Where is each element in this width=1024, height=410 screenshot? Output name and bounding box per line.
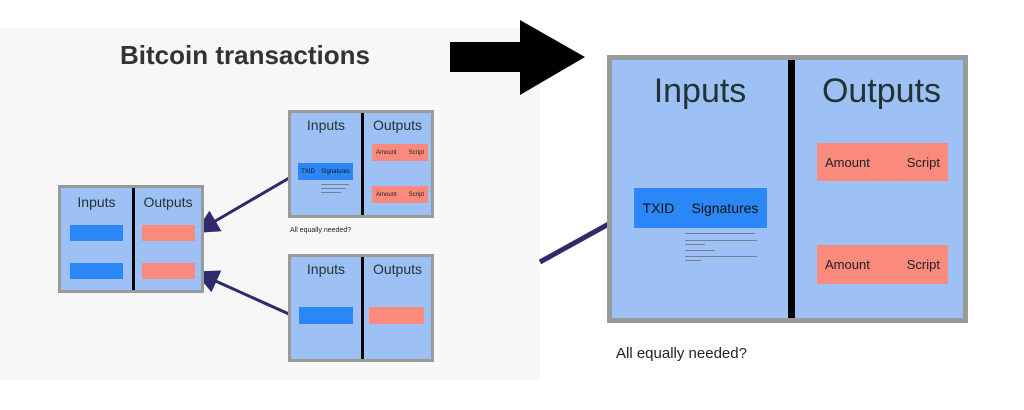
script-label: Script [408,191,424,198]
arrow-to-output-1 [194,172,297,234]
inputs-heading: Inputs [306,117,346,133]
input-block: TXID Signatures [634,188,767,228]
text-line [321,192,341,193]
transaction-box-b: Inputs Outputs [288,254,434,362]
outputs-heading: Outputs [143,194,193,210]
input-block: TXID Signatures [298,163,353,180]
amount-label: Amount [825,257,870,272]
outputs-heading: Outputs [372,261,423,277]
caption-large: All equally needed? [616,345,747,362]
outputs-heading: Outputs [372,117,423,133]
output-block [142,225,195,241]
script-label: Script [906,257,940,272]
text-line [685,260,701,261]
slide-title: Bitcoin transactions [120,40,370,70]
divider [361,113,364,215]
inputs-heading: Inputs [77,194,116,210]
input-block [299,307,353,324]
caption-small: All equally needed? [290,227,352,234]
output-block: Amount Script [372,144,428,161]
output-block: Amount Script [817,245,948,284]
amount-label: Amount [376,191,397,198]
divider [788,60,795,318]
inputs-heading: Inputs [653,72,747,110]
input-block [70,263,123,279]
txid-label: TXID [301,168,315,175]
script-label: Script [408,149,424,156]
outputs-heading: Outputs [821,72,942,110]
text-line [321,184,349,185]
text-line [685,233,755,234]
text-line [685,244,705,245]
divider [132,188,135,290]
txid-label: TXID [642,200,675,216]
text-line [685,250,715,251]
output-block: Amount Script [817,143,948,181]
arrow-to-output-2 [194,270,301,321]
input-block [70,225,123,241]
divider [361,257,364,359]
transaction-box-main: Inputs Outputs [58,185,204,293]
script-label: Script [906,154,940,170]
signatures-label: Signatures [691,200,759,216]
big-right-arrow [450,20,585,95]
amount-label: Amount [825,154,870,170]
output-block [369,307,424,324]
signatures-label: Signatures [321,168,350,175]
output-block: Amount Script [372,186,428,203]
output-block [142,263,195,279]
amount-label: Amount [376,149,397,156]
text-line [685,240,757,241]
text-line [321,188,346,189]
inputs-heading: Inputs [306,261,346,277]
text-line [685,256,757,257]
